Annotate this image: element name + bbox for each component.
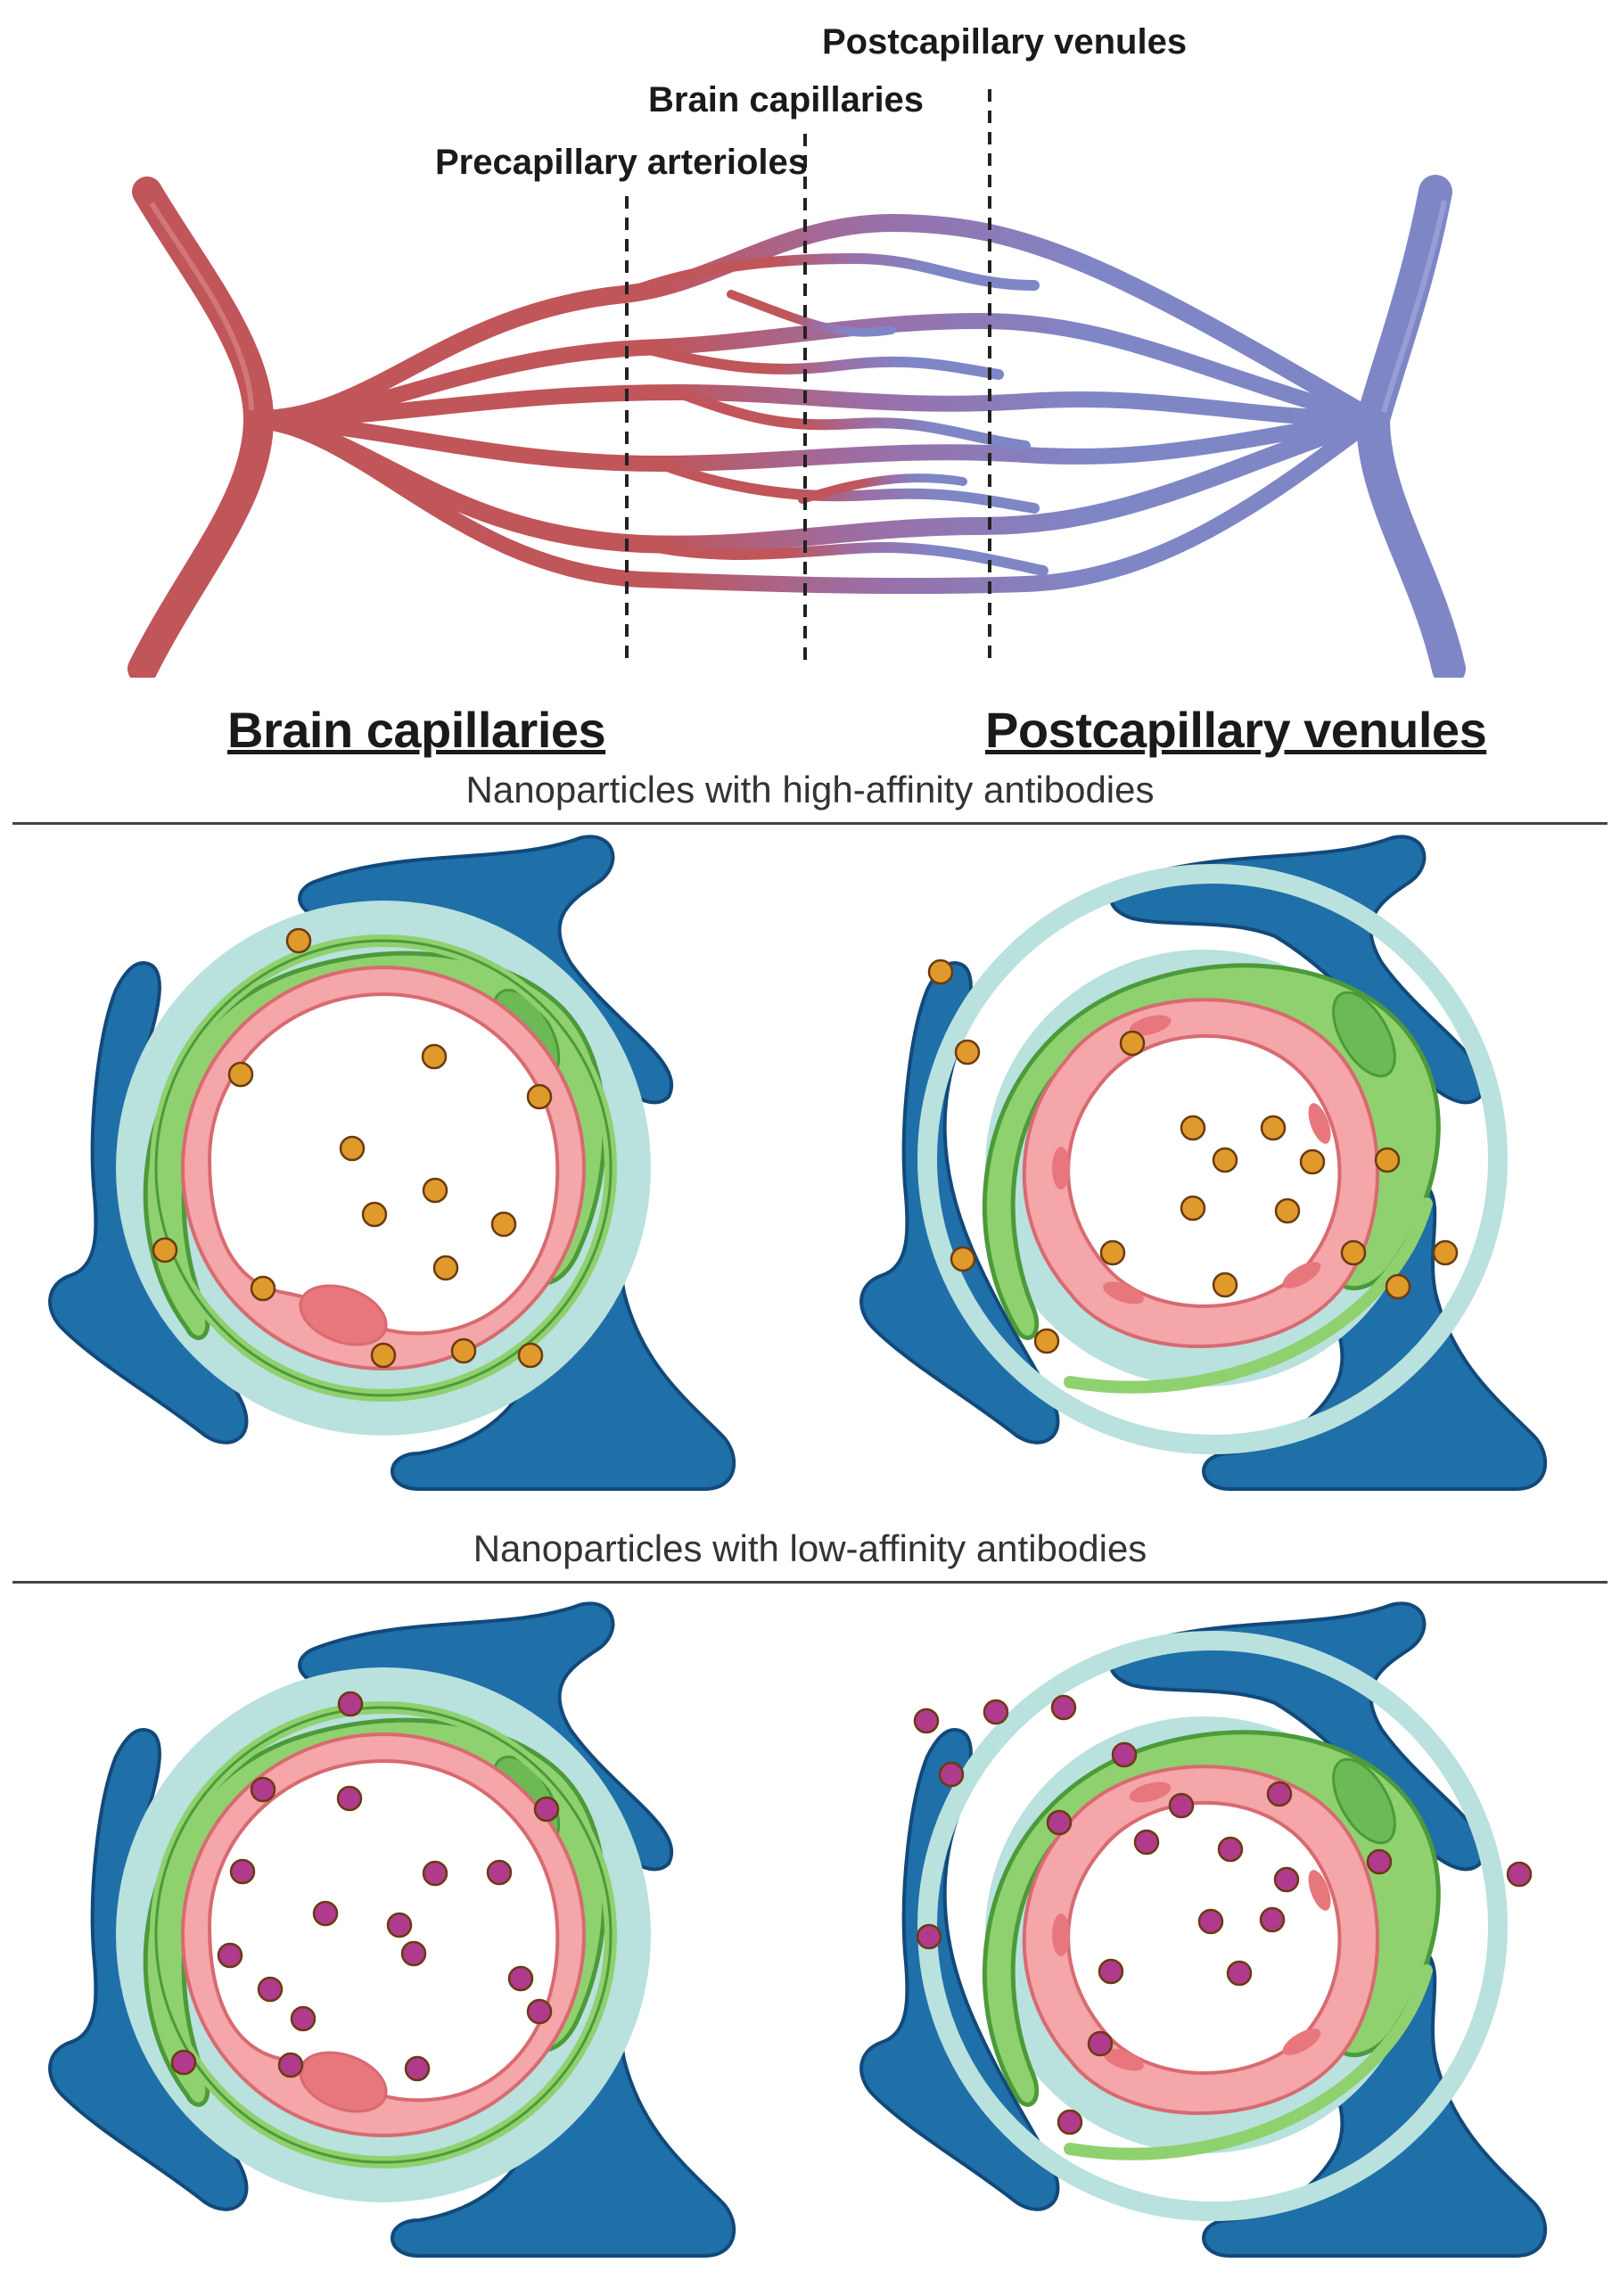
nanoparticle-10	[218, 1944, 242, 1967]
vein-trunk	[1373, 192, 1449, 669]
nanoparticle-2	[229, 1063, 252, 1086]
nanoparticle-5	[231, 1860, 254, 1883]
nanoparticle-17	[1099, 1960, 1122, 1983]
nanoparticle-17	[279, 2053, 302, 2077]
section-title-low-affinity: Nanoparticles with low-affinity antibodi…	[0, 1527, 1620, 1570]
nanoparticle-18	[406, 2057, 429, 2080]
section-title-high-affinity: Nanoparticles with high-affinity antibod…	[0, 769, 1620, 811]
nanoparticle-2	[984, 1700, 1007, 1724]
section-divider-high-affinity	[12, 822, 1608, 825]
nanoparticle-16	[172, 2051, 195, 2074]
endothelial-nucleus-5	[1052, 1147, 1070, 1189]
nanoparticle-12	[1101, 1241, 1124, 1264]
nanoparticle-6	[424, 1179, 447, 1202]
nanoparticle-9	[1219, 1838, 1242, 1861]
panel-capillary-low-affinity	[45, 1596, 758, 2274]
nanoparticle-5	[341, 1137, 364, 1160]
nanoparticle-10	[1135, 1831, 1158, 1854]
nanoparticle-1	[287, 929, 310, 952]
artery-trunk	[143, 192, 259, 669]
nanoparticle-1	[915, 1709, 938, 1732]
nanoparticle-2	[251, 1778, 275, 1801]
nanoparticle-15	[1213, 1273, 1237, 1296]
nanoparticle-6	[1213, 1148, 1237, 1172]
nanoparticle-10	[251, 1277, 275, 1300]
postcapillary-label: Postcapillary venules	[822, 22, 1187, 62]
nanoparticle-16	[917, 1925, 941, 1948]
nanoparticle-9	[1181, 1197, 1205, 1220]
panel-capillary-high-affinity	[45, 829, 758, 1507]
section-divider-low-affinity	[12, 1581, 1608, 1584]
panel-venule-low-affinity	[856, 1596, 1569, 2274]
nanoparticle-12	[509, 1967, 532, 1990]
nanoparticle-6	[1048, 1811, 1071, 1834]
nanoparticle-11	[434, 1256, 457, 1280]
right-column-heading: Postcapillary venules	[985, 701, 1486, 759]
nanoparticle-7	[153, 1239, 177, 1262]
nanoparticle-15	[1261, 1908, 1284, 1931]
nanoparticle-11	[1275, 1868, 1298, 1891]
nanoparticle-19	[1089, 2032, 1112, 2055]
nanoparticle-6	[424, 1862, 447, 1885]
nanoparticle-4	[940, 1763, 963, 1786]
nanoparticle-13	[1342, 1241, 1365, 1264]
nanoparticle-17	[1035, 1329, 1058, 1353]
nanoparticle-3	[1121, 1032, 1144, 1055]
nanoparticle-13	[1508, 1863, 1531, 1886]
nanoparticle-16	[1386, 1275, 1410, 1298]
nanoparticle-4	[528, 1085, 551, 1108]
nanoparticle-11	[951, 1247, 974, 1271]
nanoparticle-9	[388, 1913, 411, 1937]
nanoparticle-20	[1058, 2111, 1081, 2134]
nanoparticle-11	[402, 1942, 425, 1965]
venule-lumen	[1068, 1036, 1339, 1306]
nanoparticle-14	[292, 2007, 315, 2030]
nanoparticle-3	[1052, 1696, 1075, 1719]
nanoparticle-1	[339, 1692, 362, 1716]
nanoparticle-14	[519, 1344, 542, 1367]
nanoparticle-8	[1376, 1148, 1399, 1172]
nanoparticle-7	[488, 1861, 511, 1884]
nanoparticle-8	[363, 1203, 386, 1226]
nanoparticle-12	[372, 1344, 395, 1367]
nanoparticle-14	[1434, 1241, 1457, 1264]
nanoparticle-5	[1262, 1116, 1285, 1140]
nanoparticle-4	[535, 1798, 558, 1821]
nanoparticle-9	[492, 1213, 515, 1236]
nanoparticle-10	[1276, 1199, 1299, 1222]
nanoparticle-13	[452, 1339, 475, 1362]
nanoparticle-3	[338, 1787, 361, 1810]
vascular-tree-diagram: Postcapillary venules Brain capillaries …	[0, 0, 1620, 678]
precapillary-label: Precapillary arterioles	[435, 143, 808, 182]
nanoparticle-2	[956, 1041, 979, 1064]
panel-venule-high-affinity	[856, 829, 1569, 1507]
nanoparticle-7	[1268, 1782, 1291, 1806]
nanoparticle-5	[1113, 1743, 1136, 1766]
capillary-network	[259, 223, 1373, 586]
endothelial-nucleus-5	[1052, 1913, 1070, 1956]
nanoparticle-7	[1301, 1150, 1324, 1173]
nanoparticle-14	[1199, 1910, 1222, 1933]
nanoparticle-4	[1181, 1116, 1205, 1140]
capillary-lumen	[210, 1761, 557, 2100]
left-column-heading: Brain capillaries	[227, 701, 605, 759]
nanoparticle-13	[259, 1978, 282, 2001]
venule-lumen	[1068, 1803, 1339, 2073]
nanoparticle-12	[1368, 1850, 1391, 1873]
nanoparticle-15	[528, 2000, 551, 2023]
nanoparticle-3	[423, 1045, 446, 1068]
nanoparticle-8	[1170, 1794, 1193, 1817]
nanoparticle-8	[314, 1902, 337, 1925]
nanoparticle-18	[1228, 1962, 1251, 1985]
capillaries-label: Brain capillaries	[648, 80, 924, 119]
nanoparticle-1	[929, 960, 952, 983]
